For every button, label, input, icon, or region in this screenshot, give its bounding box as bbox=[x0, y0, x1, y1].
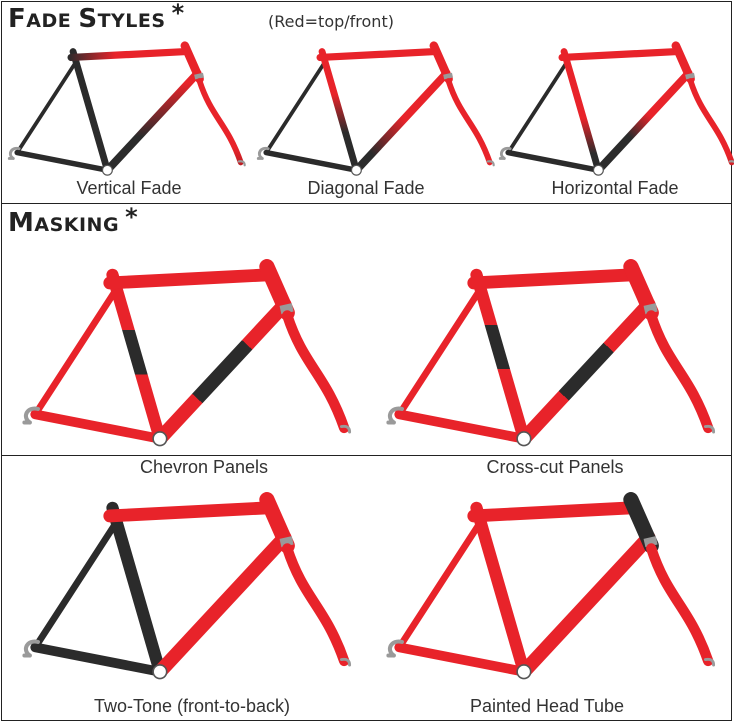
rear-dropout bbox=[22, 406, 41, 425]
masking-title: MASKING* bbox=[8, 203, 139, 238]
chainstay bbox=[394, 409, 529, 444]
seat-tube bbox=[470, 268, 530, 445]
headset bbox=[443, 72, 454, 80]
caption-cross-cut-panels: Cross-cut Panels bbox=[486, 457, 624, 477]
fork-dropout bbox=[728, 160, 734, 164]
fade-styles-title: FADE STYLES* bbox=[8, 0, 185, 34]
headset bbox=[643, 303, 658, 315]
bottom-bracket bbox=[152, 664, 168, 680]
top-tube bbox=[467, 501, 639, 523]
chainstay bbox=[30, 409, 165, 444]
bottom-bracket bbox=[592, 164, 604, 176]
seatstay bbox=[395, 287, 483, 418]
bottom-bracket bbox=[152, 431, 168, 447]
fork bbox=[196, 78, 244, 166]
caption-painted-head-tube: Painted Head Tube bbox=[469, 696, 625, 716]
top-tube bbox=[103, 268, 275, 290]
down-tube bbox=[516, 297, 656, 446]
head-tube bbox=[671, 41, 695, 84]
section-divider bbox=[1, 203, 732, 204]
rear-dropout bbox=[498, 146, 512, 160]
fork bbox=[282, 543, 350, 667]
seat-tube bbox=[69, 48, 111, 174]
fork bbox=[445, 78, 493, 166]
headset bbox=[685, 72, 696, 80]
fork bbox=[646, 310, 714, 434]
down-tube bbox=[516, 530, 656, 679]
seatstay bbox=[31, 520, 119, 651]
diagonal-fade-frame bbox=[256, 41, 495, 176]
fork-dropout bbox=[703, 657, 716, 667]
headset bbox=[279, 303, 294, 315]
seatstay bbox=[15, 61, 77, 155]
seatstay bbox=[395, 520, 483, 651]
caption-vertical-fade: Vertical Fade bbox=[76, 178, 182, 198]
top-tube bbox=[316, 47, 439, 62]
head-tube bbox=[180, 41, 204, 84]
seat-tube bbox=[106, 501, 166, 678]
headset bbox=[643, 536, 658, 548]
down-tube bbox=[103, 69, 202, 175]
chainstay bbox=[14, 149, 111, 173]
top-tube bbox=[67, 47, 190, 62]
rear-dropout bbox=[386, 406, 405, 425]
two-tone-frame bbox=[22, 492, 352, 680]
headset bbox=[279, 536, 294, 548]
rear-dropout bbox=[22, 639, 41, 658]
fade-styles-note: (Red=top/front) bbox=[268, 12, 394, 31]
fork bbox=[687, 78, 734, 166]
bottom-bracket bbox=[516, 664, 532, 680]
rear-dropout bbox=[7, 146, 21, 160]
top-tube bbox=[558, 47, 681, 62]
chainstay bbox=[263, 149, 360, 173]
seatstay bbox=[264, 61, 326, 155]
seat-tube bbox=[318, 48, 360, 174]
horizontal-fade-frame bbox=[498, 41, 734, 176]
seatstay bbox=[31, 287, 119, 418]
headset bbox=[194, 72, 205, 80]
rear-dropout bbox=[256, 146, 270, 160]
cross-cut-panels-frame bbox=[386, 259, 716, 447]
seat-tube bbox=[560, 48, 602, 174]
down-tube bbox=[352, 69, 451, 175]
bottom-bracket bbox=[101, 164, 113, 176]
chevron-panels-frame bbox=[22, 259, 352, 447]
down-tube bbox=[152, 530, 292, 679]
bottom-bracket bbox=[350, 164, 362, 176]
seat-tube bbox=[470, 501, 530, 678]
bottom-bracket bbox=[516, 431, 532, 447]
chainstay bbox=[394, 642, 529, 677]
fork bbox=[646, 543, 714, 667]
top-tube bbox=[467, 268, 639, 290]
caption-horizontal-fade: Horizontal Fade bbox=[551, 178, 679, 198]
chainstay bbox=[30, 642, 165, 677]
caption-diagonal-fade: Diagonal Fade bbox=[307, 178, 425, 198]
rear-dropout bbox=[386, 639, 405, 658]
seat-tube bbox=[106, 268, 166, 445]
fork-dropout bbox=[339, 657, 352, 667]
vertical-fade-frame bbox=[7, 41, 246, 176]
fork bbox=[282, 310, 350, 434]
chainstay bbox=[505, 149, 602, 173]
head-tube bbox=[429, 41, 453, 84]
seatstay bbox=[506, 61, 568, 155]
fork-dropout bbox=[703, 424, 716, 434]
down-tube bbox=[152, 297, 292, 446]
fork-dropout bbox=[486, 160, 495, 167]
caption-two-tone: Two-Tone (front-to-back) bbox=[93, 696, 291, 716]
down-tube bbox=[594, 69, 693, 175]
caption-chevron-panels: Chevron Panels bbox=[139, 457, 269, 477]
row-divider bbox=[1, 455, 732, 456]
painted-head-tube-frame bbox=[386, 492, 716, 680]
fork-dropout bbox=[339, 424, 352, 434]
fork-dropout bbox=[237, 160, 246, 167]
top-tube bbox=[103, 501, 275, 523]
